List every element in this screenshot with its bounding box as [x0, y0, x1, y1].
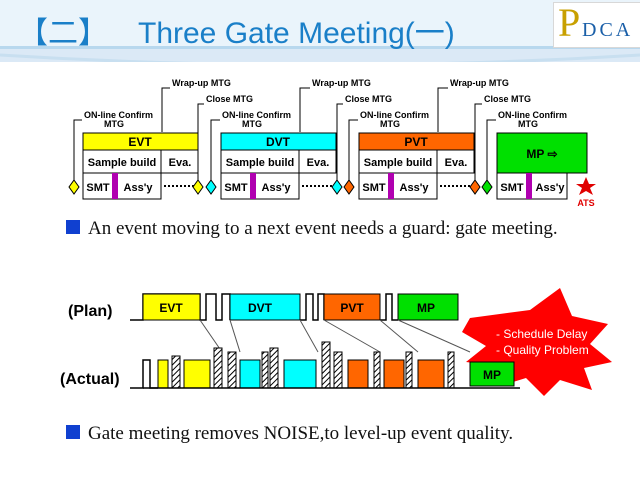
pvt-name: PVT: [404, 135, 428, 149]
bullet-noise-text: Gate meeting removes NOISE,to level-up e…: [88, 423, 514, 444]
dvt-close-diamond: [192, 179, 204, 195]
bullet-guard-text: An event moving to a next event needs a …: [88, 218, 558, 239]
bullet-square-icon-2: [66, 425, 80, 439]
actual-evt-block: [183, 359, 211, 389]
evt-diamond: [68, 179, 80, 195]
dvt-assy: Ass'y: [262, 182, 292, 194]
evt-mtg-label: MTG: [104, 119, 124, 129]
evt-group: ON-line Confirm MTG EVT Sample build Eva…: [68, 110, 199, 200]
evt-build: Sample build: [88, 157, 156, 169]
title-bar: 【二】 Three Gate Meeting(一) P DCA: [0, 0, 640, 62]
plan-mp-block: [397, 293, 459, 321]
pvt-group: Wrap-up MTG Close MTG ON-line Confirm MT…: [299, 78, 475, 200]
evt-assy: Ass'y: [124, 182, 154, 194]
dvt-online-label: ON-line Confirm: [222, 110, 291, 120]
burst-line-2: - Quality Problem: [496, 343, 589, 357]
pvt-assy-bar: [388, 173, 394, 199]
title-main: Three Gate Meeting(一): [138, 17, 455, 50]
plan-dvt-block: [229, 293, 301, 321]
gate-timeline-diagram: ON-line Confirm MTG EVT Sample build Eva…: [68, 78, 596, 208]
mp-mtg-label: MTG: [518, 119, 538, 129]
actual-label: (Actual): [60, 371, 120, 388]
plan-evt-text: EVT: [159, 301, 183, 315]
dvt-group: Wrap-up MTG Close MTG ON-line Confirm MT…: [161, 78, 337, 200]
dvt-diamond: [205, 179, 217, 195]
bullet-noise: Gate meeting removes NOISE,to level-up e…: [66, 422, 566, 446]
pvt-diamond: [343, 179, 355, 195]
dvt-assy-bar: [250, 173, 256, 199]
dvt-eval: Eva.: [307, 157, 330, 169]
plan-pvt-block: [323, 293, 381, 321]
pvt-wrapup-label: Wrap-up MTG: [312, 78, 371, 88]
evt-online-label: ON-line Confirm: [84, 110, 153, 120]
page-title: 【二】 Three Gate Meeting(一): [18, 8, 455, 52]
actual-mp-text: MP: [483, 368, 501, 382]
plan-dvt-text: DVT: [248, 301, 273, 315]
logo-rest: DCA: [582, 19, 634, 41]
mp-group: Wrap-up MTG Close MTG ON-line Confirm MT…: [437, 78, 596, 208]
mp-wrapup-label: Wrap-up MTG: [450, 78, 509, 88]
mp-smt: SMT: [500, 182, 524, 194]
bullet-guard: An event moving to a next event needs a …: [66, 217, 566, 241]
dvt-close-label: Close MTG: [206, 94, 253, 104]
evt-assy-bar: [112, 173, 118, 199]
pvt-close-label: Close MTG: [345, 94, 392, 104]
actual-dvt-block: [283, 359, 317, 389]
dvt-wrapup-label: Wrap-up MTG: [172, 78, 231, 88]
actual-mp-block: [469, 361, 515, 387]
ats-star-icon: [576, 177, 596, 195]
title-bar-decoration: [0, 0, 640, 62]
pvt-smt: SMT: [362, 182, 386, 194]
mp-header: [496, 132, 588, 174]
dvt-build: Sample build: [226, 157, 294, 169]
title-bracket: 【二】: [18, 17, 108, 50]
plan-evt-block: [142, 293, 201, 321]
evt-eval: Eva.: [169, 157, 192, 169]
mp-assy-bar: [526, 173, 532, 199]
mp-online-label: ON-line Confirm: [498, 110, 567, 120]
evt-smt: SMT: [86, 182, 110, 194]
dvt-smt: SMT: [224, 182, 248, 194]
bullet-square-icon: [66, 220, 80, 234]
logo-p: P: [558, 0, 581, 45]
mp-assy: Ass'y: [536, 182, 566, 194]
actual-pvt-block: [417, 359, 445, 389]
pvt-close-diamond: [331, 179, 343, 195]
burst-line-1: - Schedule Delay: [496, 327, 587, 341]
evt-name: EVT: [128, 135, 152, 149]
mp-name: MP ⇨: [526, 147, 557, 161]
delay-burst: [462, 288, 612, 396]
mp-close-diamond: [469, 179, 481, 195]
mp-diamond: [481, 179, 493, 195]
ats-label: ATS: [577, 198, 594, 208]
pvt-eval: Eva.: [445, 157, 468, 169]
plan-label: (Plan): [68, 303, 112, 320]
dvt-mtg-label: MTG: [242, 119, 262, 129]
pvt-online-label: ON-line Confirm: [360, 110, 429, 120]
plan-pvt-text: PVT: [340, 301, 364, 315]
pdca-logo: P DCA: [553, 0, 640, 48]
plan-actual-diagram: (Plan) (Actual) EVT DVT PVT MP - Schedul…: [60, 288, 612, 396]
pvt-assy: Ass'y: [400, 182, 430, 194]
plan-mp-text: MP: [417, 301, 435, 315]
dvt-name: DVT: [266, 135, 291, 149]
pvt-build: Sample build: [364, 157, 432, 169]
pvt-mtg-label: MTG: [380, 119, 400, 129]
mp-close-label: Close MTG: [484, 94, 531, 104]
